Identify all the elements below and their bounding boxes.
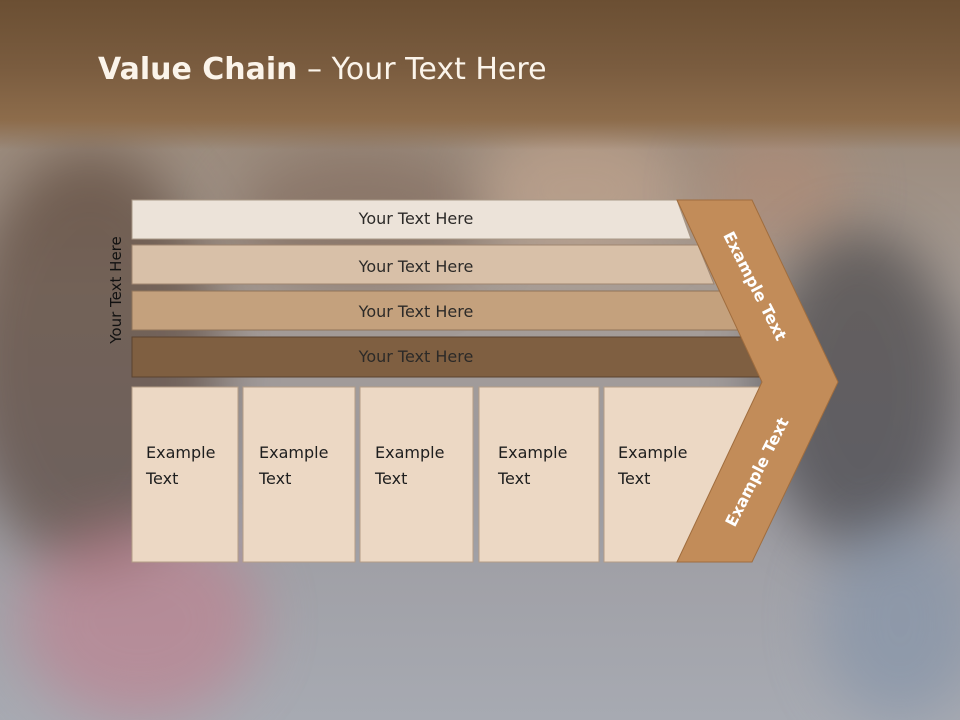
cell-shape-2: [242, 386, 356, 563]
cell-line1: Example: [146, 443, 216, 462]
background-photo-blur: [820, 520, 960, 720]
chevron-arrow: [676, 199, 839, 563]
bar-shape-2: [131, 244, 715, 285]
cell-shape-4: [478, 386, 600, 563]
bar-shape-1: [131, 199, 692, 240]
bar-label-3: Your Text Here: [358, 302, 474, 321]
cell-line2: Text: [618, 469, 651, 488]
cell-line2: Text: [146, 469, 179, 488]
cell-line1: Example: [375, 443, 445, 462]
cell-line2: Text: [375, 469, 408, 488]
slide-title: Value Chain – Your Text Here: [98, 52, 547, 87]
cell-line1: Example: [259, 443, 329, 462]
bar-label-1: Your Text Here: [358, 209, 474, 228]
title-bold: Value Chain: [98, 52, 298, 87]
cell-shape-1: [131, 386, 239, 563]
cell-line1: Example: [498, 443, 568, 462]
cell-shape-3: [359, 386, 474, 563]
bar-label-2: Your Text Here: [358, 257, 474, 276]
bar-label-4: Your Text Here: [358, 347, 474, 366]
cell-line2: Text: [498, 469, 531, 488]
cell-line1: Example: [618, 443, 688, 462]
header-band: [0, 0, 960, 150]
cell-line2: Text: [259, 469, 292, 488]
title-rest: – Your Text Here: [297, 52, 547, 87]
